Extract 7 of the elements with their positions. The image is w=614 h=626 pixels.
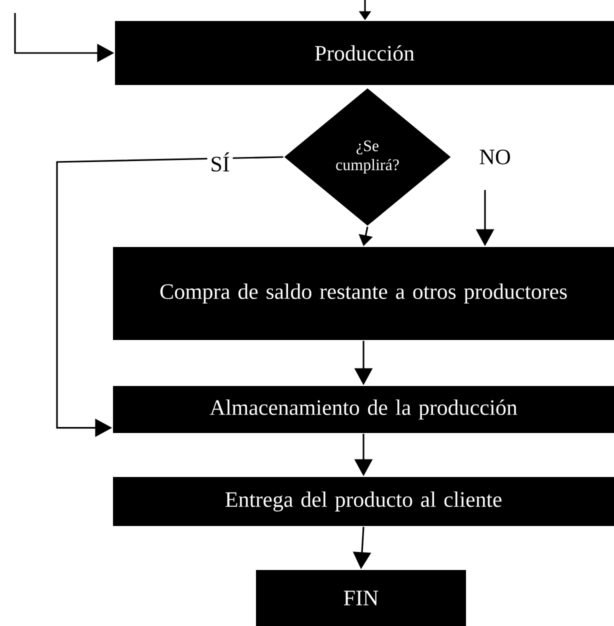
process-box: Almacenamiento de la producción [113,386,614,433]
process-box: Compra de saldo restante a otros productores [113,247,614,340]
branch-label: NO [480,150,510,164]
process-box: FIN [256,570,466,626]
process-box: Entrega del producto al cliente [113,477,614,526]
process-box: Producción [115,21,614,85]
edge-label: SÍ [207,149,233,175]
